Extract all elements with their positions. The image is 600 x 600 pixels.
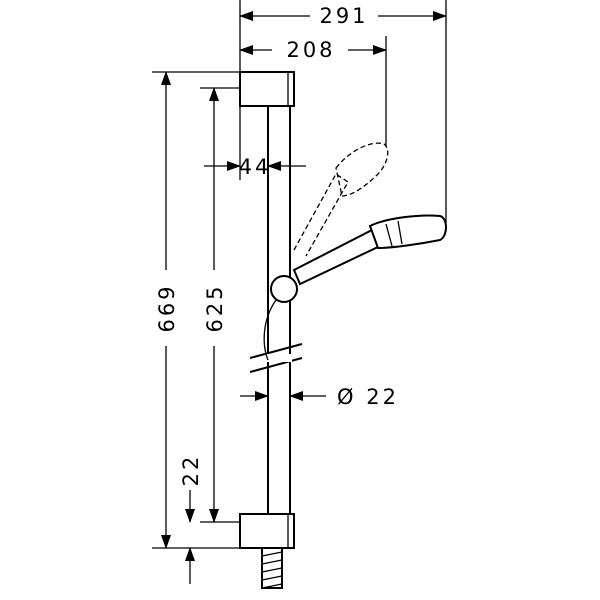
dimension-labels: 291 208 44 Ø 22 669 625 22 [155, 4, 399, 487]
dimension-lines [152, 0, 447, 584]
label-22-offset: 22 [179, 454, 203, 487]
hand-shower-handle-alt [293, 173, 349, 257]
hand-shower-head-alt [335, 142, 389, 197]
break-line-lower [249, 357, 303, 373]
bottom-wall-bracket [239, 513, 295, 549]
hand-shower-head [368, 214, 447, 250]
break-gap [266, 354, 292, 362]
slider-knob [270, 275, 298, 303]
label-669: 669 [155, 283, 179, 332]
hose-curve [263, 299, 277, 361]
label-625: 625 [203, 283, 227, 332]
top-wall-bracket [239, 71, 295, 107]
hose-thread [261, 551, 283, 589]
label-44: 44 [239, 155, 272, 179]
break-line-upper [249, 343, 303, 359]
label-diameter-22: Ø 22 [337, 385, 399, 409]
label-208: 208 [286, 38, 335, 62]
hand-shower-handle [292, 228, 382, 286]
label-291: 291 [319, 4, 368, 28]
shower-rail-assembly [239, 71, 447, 589]
head-face-line-1 [385, 223, 393, 247]
head-face-line-2 [397, 220, 403, 245]
